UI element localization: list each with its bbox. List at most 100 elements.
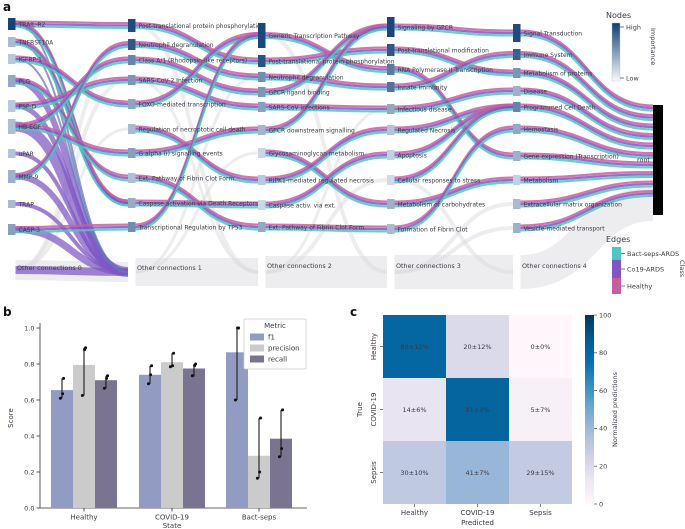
nodes-legend-title: Nodes	[606, 11, 631, 20]
heatmap-cell-label: 20±12%	[463, 343, 491, 351]
sankey-link-healthy	[135, 125, 259, 179]
sankey-link-co19	[520, 71, 654, 129]
sankey-node-label: MMP-9	[19, 174, 39, 181]
sankey-node	[128, 19, 136, 32]
sankey-node-label: Metabolism of carbohydrates	[398, 201, 486, 208]
sankey-link-healthy	[394, 87, 514, 108]
bar-precision-bact-seps	[248, 455, 270, 508]
sankey-link-bact-seps	[265, 228, 388, 233]
y-tick-label: Sepsis	[370, 461, 378, 484]
heatmap-cell-covid-19-sepsis	[509, 378, 572, 441]
sankey-node-label: Ext. Pathway of Fibrin Clot Form.	[269, 224, 367, 231]
sankey-node	[8, 119, 16, 134]
sankey-link-healthy	[15, 20, 129, 25]
sankey-link-healthy	[265, 149, 388, 203]
sankey-link-healthy	[394, 65, 514, 155]
data-point	[194, 362, 198, 366]
data-point	[105, 376, 109, 380]
sankey-root-node	[653, 105, 663, 215]
y-tick-label: 0.6	[24, 396, 34, 404]
sankey-link-bact-seps	[15, 127, 129, 157]
sankey-node	[8, 100, 16, 112]
sankey-link-bact-seps	[520, 157, 654, 169]
colorbar-tick-label: 20	[599, 463, 607, 471]
sankey-link-bact-seps	[15, 228, 129, 234]
sankey-node-label: RNA Polymerase II Transcription	[398, 67, 494, 74]
sankey-link-bact-seps	[520, 55, 654, 122]
bar-f1-covid-19	[139, 374, 161, 508]
edges-legend-label-healthy: Healthy	[627, 282, 652, 290]
y-tick-label: COVID-19	[370, 393, 378, 427]
sankey-node	[8, 75, 16, 87]
bar-precision-healthy	[73, 364, 95, 508]
sankey-link-healthy	[520, 189, 654, 227]
sankey-node-label: Ext. Pathway of Fibrin Clot Form.	[139, 175, 237, 182]
sankey-node	[387, 125, 395, 135]
edges-legend-label-co19: Co19-ARDS	[627, 265, 664, 273]
sankey-node	[258, 72, 266, 82]
sankey-link-bact-seps	[520, 185, 654, 208]
sankey-node-label: Neutrophil degranulation	[139, 42, 214, 49]
legend-label-f1: f1	[268, 334, 275, 342]
sankey-link-other	[394, 178, 514, 274]
sankey-link-co19	[520, 105, 654, 148]
sankey-link-co19	[265, 105, 388, 111]
nodes-legend-axis-label: Importance	[649, 28, 657, 65]
sankey-other-connections-label: Other connections 2	[267, 262, 332, 270]
sankey-link-bact-seps	[265, 28, 388, 134]
sankey-node	[513, 124, 521, 134]
sankey-link-healthy	[15, 55, 129, 103]
sankey-node	[513, 151, 521, 161]
sankey-link-co19	[520, 173, 654, 182]
heatmap-cell-label: 14±6%	[402, 406, 426, 414]
sankey-node-label: uPAR	[19, 151, 34, 158]
y-tick-label: 0.2	[24, 468, 34, 476]
heatmap-cell-label: 81±3%	[465, 406, 489, 414]
sankey-link-co19	[265, 128, 388, 182]
heatmap-cell-healthy-sepsis	[509, 315, 572, 378]
x-axis-label: Predicted	[461, 519, 494, 527]
sankey-link-other	[135, 23, 259, 274]
sankey-link-co19	[265, 25, 388, 132]
y-tick-label: 0.0	[24, 504, 34, 512]
data-point	[61, 392, 65, 396]
data-point	[277, 455, 281, 459]
sankey-node-label: SARS-CoV-2 Infection	[139, 77, 203, 84]
edges-legend-swatch-healthy	[612, 278, 621, 294]
sankey-link-co19	[15, 125, 129, 155]
sankey-link-healthy	[394, 46, 514, 72]
data-point	[84, 346, 88, 350]
heatmap-cell-healthy-covid-19	[446, 315, 509, 378]
sankey-node	[128, 222, 136, 232]
sankey-link-co19	[135, 34, 259, 106]
edges-legend-swatch-co19	[612, 260, 621, 278]
sankey-link-co19	[520, 182, 654, 206]
edges-legend-swatch-bact	[612, 247, 621, 260]
data-point	[281, 408, 285, 412]
sankey-link-healthy	[135, 31, 259, 103]
sankey-node-label: Formation of Fibrin Clot	[398, 226, 469, 233]
sankey-link-co19	[265, 153, 388, 207]
sankey-link-co19	[15, 225, 129, 231]
sankey-link-co19	[15, 266, 129, 276]
sankey-node-label: Signal Transduction	[524, 30, 583, 37]
sankey-link-co19	[394, 89, 514, 111]
data-point	[190, 374, 194, 378]
data-point	[62, 376, 66, 380]
bar-f1-healthy	[51, 390, 73, 508]
sankey-node-label: CASP-3	[19, 227, 41, 234]
sankey-node-label: Generic Transcription Pathway	[269, 33, 360, 40]
sankey-node	[387, 17, 395, 37]
sankey-link-co19	[520, 154, 654, 167]
sankey-node	[128, 198, 136, 208]
sankey-link-co19	[394, 127, 514, 231]
sankey-link-healthy	[265, 46, 388, 60]
sankey-link-healthy	[135, 76, 259, 106]
sankey-node	[387, 150, 395, 160]
data-point	[172, 351, 176, 355]
sankey-node-label: Immune System	[524, 52, 573, 59]
sankey-link-co19	[520, 31, 654, 110]
heatmap-cell-covid-19-healthy	[383, 378, 446, 441]
sankey-link-healthy	[520, 170, 654, 179]
